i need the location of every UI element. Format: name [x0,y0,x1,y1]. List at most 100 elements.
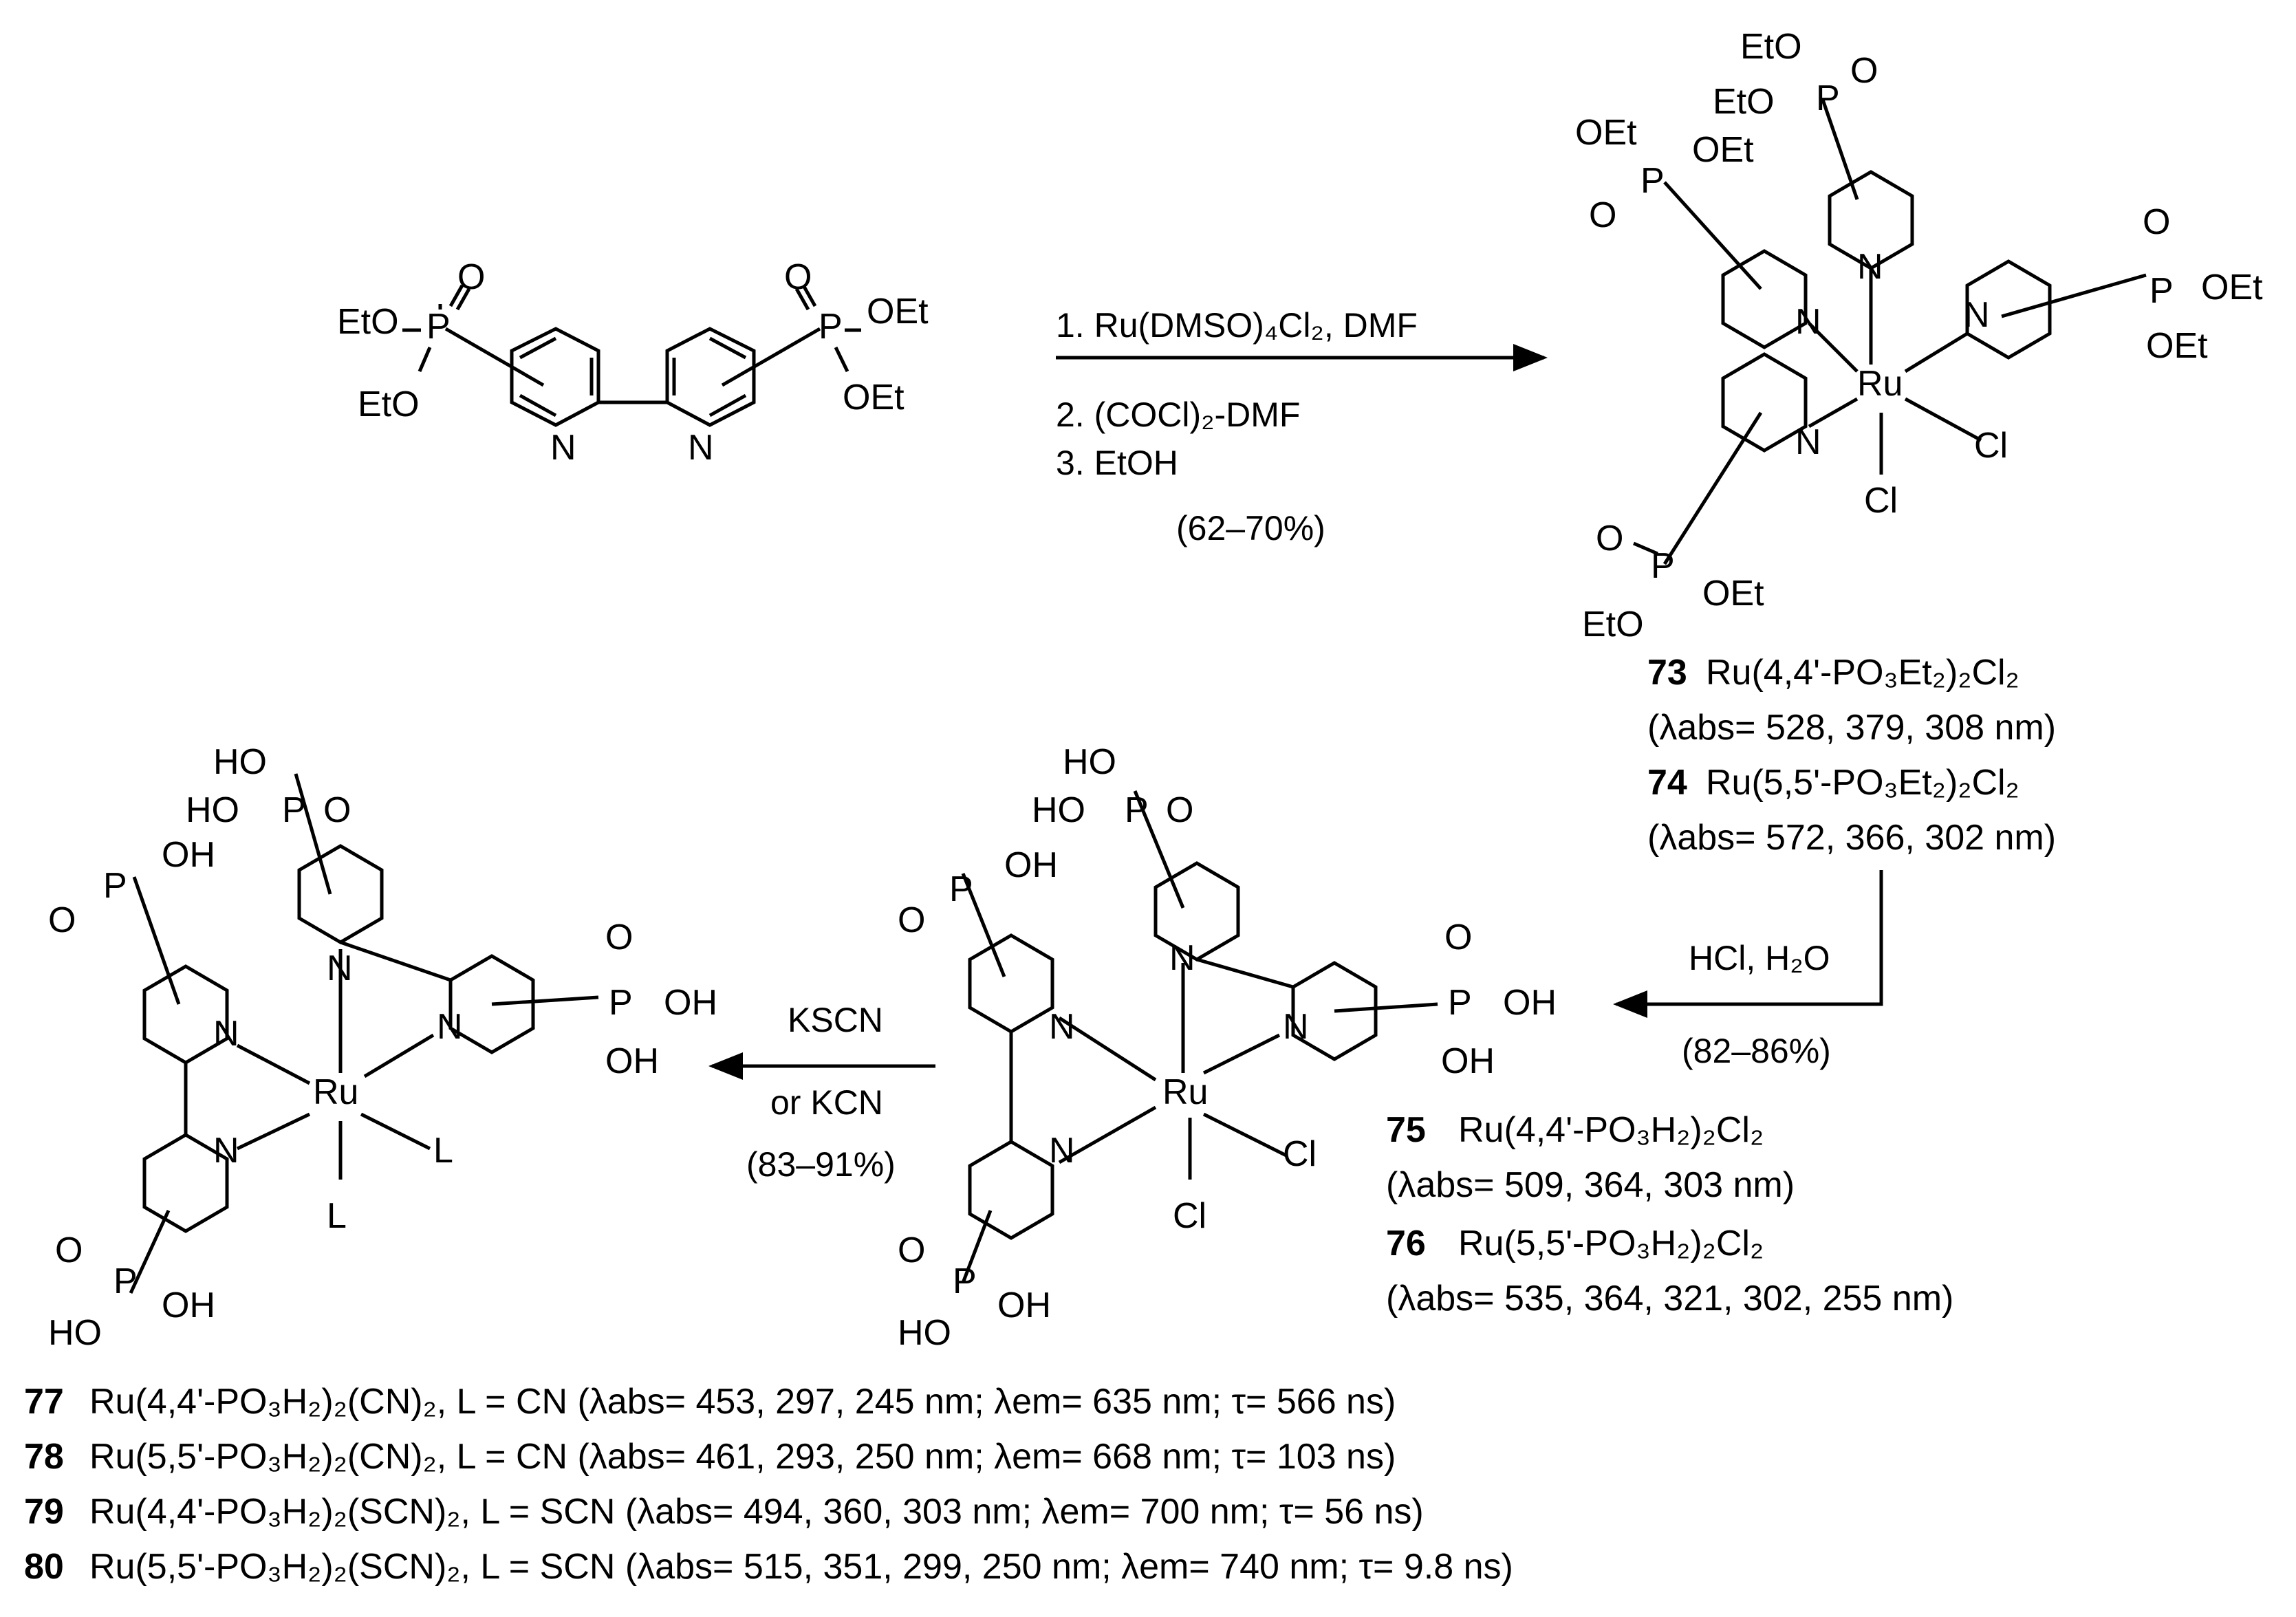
compound-74-caption: 74 Ru(5,5'-PO₃Et₂)₂Cl₂ (λabs= 572, 366, … [1647,763,2056,858]
atom-label: OH [1503,983,1557,1023]
atom-label: N [1283,1007,1309,1047]
atom-label: O [1166,790,1193,830]
atom-label: OEt [2201,268,2263,307]
step3-conditions: KSCN or KCN (83–91%) [746,1001,896,1184]
compound-78-entry: 78 Ru(5,5'-PO₃H₂)₂(CN)₂, L = CN (λabs= 4… [24,1437,1396,1477]
atom-label: P [426,307,451,347]
atom-label: OH [162,835,215,875]
atom-label: OEt [1575,113,1637,153]
atom-label: P [1651,546,1675,586]
compound-73-caption: 73 Ru(4,4'-PO₃Et₂)₂Cl₂ (λabs= 528, 379, … [1647,653,2056,748]
compound-number: 77 [24,1382,64,1422]
atom-label: N [688,428,714,468]
atom-label: P [2149,271,2174,311]
yield-label: (83–91%) [746,1145,896,1184]
atom-label: P [1125,790,1149,830]
atom-label: Ru [1857,364,1903,404]
atom-label: OH [664,983,717,1023]
atom-label: N [213,1131,239,1171]
atom-label: OEt [843,378,905,417]
atom-label: EtO [358,384,420,424]
atom-label: N [1049,1131,1075,1171]
absorption-data: (λabs= 509, 364, 303 nm) [1386,1165,1795,1205]
atom-label: L [327,1196,347,1236]
atom-label: O [784,257,812,297]
atom-label: N [1049,1007,1075,1047]
step2-conditions: HCl, H₂O (82–86%) [1682,939,1831,1070]
atom-label: Cl [1173,1196,1206,1236]
atom-label: N [1795,422,1821,462]
atom-label: Cl [1864,481,1898,521]
atom-label: Cl [1283,1134,1317,1174]
atom-label: N [327,948,353,988]
atom-label: OEt [2146,326,2208,366]
atom-label: O [1850,51,1878,91]
atom-label: P [953,1261,977,1301]
yield-label: (82–86%) [1682,1032,1831,1070]
atom-label: HO [1032,790,1085,830]
compound-formula: Ru(4,4'-PO₃H₂)₂Cl₂ [1458,1110,1764,1150]
atom-label: OEt [867,292,929,332]
reactant-structure [402,284,861,427]
atom-label: EtO [1713,82,1775,122]
atom-label: OH [162,1285,215,1325]
complex-final-labels: Ru L L N N N N HO O P HO OH P O O P OH O… [48,742,717,1353]
atom-label: OEt [1692,130,1754,170]
atom-label: O [898,900,925,940]
compound-number: 76 [1386,1224,1426,1263]
compound-formula: Ru(5,5'-PO₃Et₂)₂Cl₂ [1706,763,2019,803]
condition-line: KSCN [788,1001,883,1039]
atom-label: P [282,790,306,830]
atom-label: OH [997,1285,1051,1325]
atom-label: O [48,900,76,940]
atom-label: N [1795,302,1821,342]
atom-label: HO [213,742,267,782]
atom-label: L [433,1131,453,1171]
complex-ester-labels: Ru Cl Cl N N N N EtO O P EtO O OEt P OEt… [1575,27,2263,644]
atom-label: P [1448,983,1472,1023]
complex-acid-labels: Ru Cl Cl N N N N HO O P HO OH P O O P OH… [898,742,1557,1353]
atom-label: P [819,307,843,347]
atom-label: N [1169,938,1195,978]
atom-label: P [1816,78,1840,118]
atom-label: P [113,1261,138,1301]
atom-label: OH [605,1041,659,1081]
compound-75-caption: 75 Ru(4,4'-PO₃H₂)₂Cl₂ (λabs= 509, 364, 3… [1386,1110,1795,1205]
compound-76-caption: 76 Ru(5,5'-PO₃H₂)₂Cl₂ (λabs= 535, 364, 3… [1386,1224,1953,1318]
atom-label: P [609,983,633,1023]
atom-label: Cl [1974,426,2008,466]
atom-label: EtO [1740,27,1802,67]
atom-label: O [457,257,485,297]
atom-label: O [605,918,633,957]
atom-label: OEt [1702,574,1764,614]
reaction-arrow-2 [1613,870,1883,1018]
compound-description: Ru(5,5'-PO₃H₂)₂(CN)₂, L = CN (λabs= 461,… [89,1437,1396,1477]
atom-label: OH [1004,845,1058,885]
atom-label: O [1589,195,1616,235]
atom-label: HO [898,1313,951,1353]
compound-80-entry: 80 Ru(5,5'-PO₃H₂)₂(SCN)₂, L = SCN (λabs=… [24,1547,1513,1587]
compound-number: 73 [1647,653,1687,693]
condition-line: 1. Ru(DMSO)₄Cl₂, DMF [1056,306,1418,345]
step1-conditions: 1. Ru(DMSO)₄Cl₂, DMF 2. (COCl)₂-DMF 3. E… [1056,306,1418,547]
atom-label: N [437,1007,463,1047]
absorption-data: (λabs= 572, 366, 302 nm) [1647,818,2056,858]
atom-label: O [1444,918,1472,957]
atom-label: P [949,869,973,909]
atom-label: HO [48,1313,102,1353]
atom-label: Ru [313,1072,358,1112]
compound-number: 78 [24,1437,64,1477]
atom-label: HO [186,790,239,830]
compound-77-entry: 77 Ru(4,4'-PO₃H₂)₂(CN)₂, L = CN (λabs= 4… [24,1382,1396,1422]
compound-79-entry: 79 Ru(4,4'-PO₃H₂)₂(SCN)₂, L = SCN (λabs=… [24,1492,1424,1532]
atom-label: N [213,1014,239,1054]
compound-number: 80 [24,1547,64,1587]
atom-label: P [1640,161,1665,201]
atom-label: O [2143,202,2170,242]
compound-formula: Ru(5,5'-PO₃H₂)₂Cl₂ [1458,1224,1764,1263]
compound-number: 75 [1386,1110,1426,1150]
absorption-data: (λabs= 528, 379, 308 nm) [1647,708,2056,748]
atom-label: N [550,428,576,468]
condition-line: HCl, H₂O [1689,939,1830,977]
absorption-data: (λabs= 535, 364, 321, 302, 255 nm) [1386,1279,1953,1318]
